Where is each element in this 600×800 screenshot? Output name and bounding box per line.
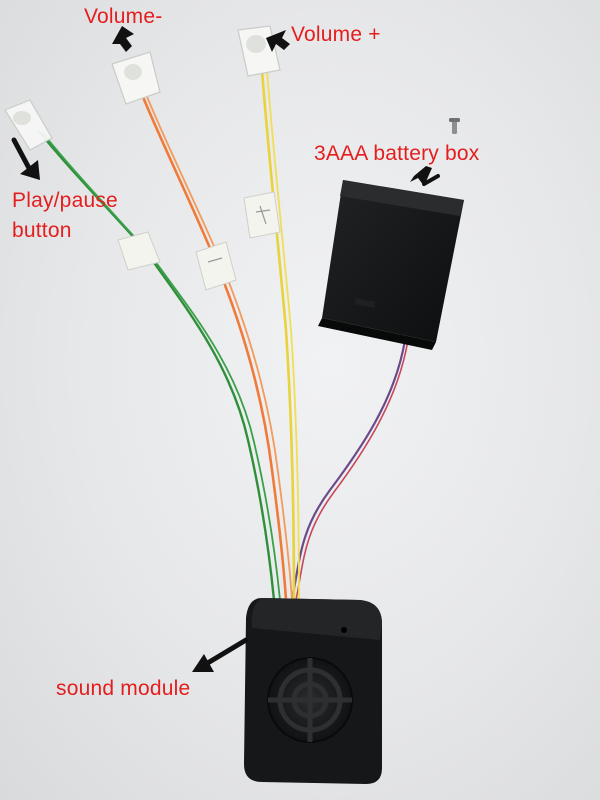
arrow-sound-module: [192, 637, 249, 672]
sound-module: [244, 598, 382, 784]
battery-wire: [290, 339, 409, 601]
label-volume-plus: Volume +: [291, 23, 381, 46]
wire-tag-orange: [195, 241, 237, 291]
label-play-pause-button: Play/pause button: [12, 189, 118, 242]
screw: [449, 118, 460, 134]
label-sound-module: sound module: [56, 677, 191, 700]
green-wire: [37, 129, 281, 601]
arrow-battery-box: [410, 166, 440, 186]
play-pause-connector: [4, 99, 53, 151]
volume-plus-connector: [237, 25, 281, 77]
volume-minus-connector: [111, 51, 161, 105]
arrow-volume-minus: [112, 26, 134, 52]
label-battery-box: 3AAA battery box: [314, 142, 480, 165]
wire-tag-yellow: [243, 191, 281, 239]
battery-box: [318, 180, 464, 350]
label-volume-minus: Volume-: [84, 5, 163, 28]
arrow-volume-plus: [266, 30, 290, 52]
wire-tag-green: [117, 231, 161, 271]
yellow-wire: [260, 69, 300, 601]
orange-wire: [138, 89, 293, 601]
arrow-play-pause: [11, 137, 40, 180]
